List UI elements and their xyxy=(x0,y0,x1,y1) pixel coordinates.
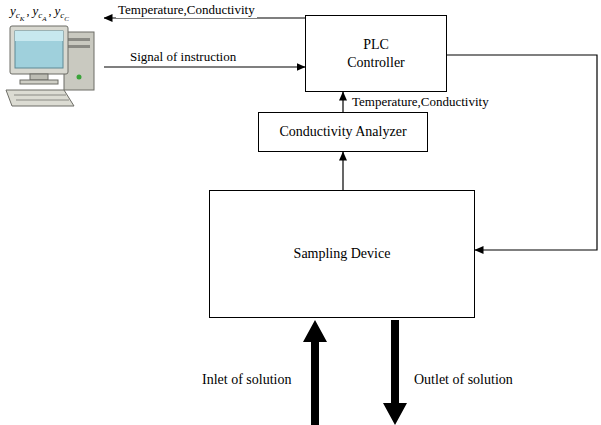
variable-symbol: y xyxy=(55,3,61,18)
edge-label: Signal of instruction xyxy=(128,49,238,65)
box-label: PLC Controller xyxy=(336,36,416,71)
signal-connector xyxy=(342,92,343,112)
variable-symbol: c xyxy=(16,10,20,20)
computer-icon xyxy=(4,22,100,108)
variable-symbol: y xyxy=(32,3,38,18)
outlet-arrow xyxy=(383,320,407,425)
inlet-arrow xyxy=(303,320,327,425)
box-label: Sampling Device xyxy=(294,245,391,263)
variable-symbol: A xyxy=(42,15,46,23)
computer-node: ycK,ycA,ycC xyxy=(4,2,104,108)
variable-symbol: y xyxy=(10,3,16,18)
flow-label: Inlet of solution xyxy=(200,372,293,389)
signal-connector xyxy=(104,66,305,67)
edge-label: Temperature,Conductivity xyxy=(116,2,257,18)
variable-symbol: , xyxy=(26,4,29,18)
variable-label: ycK,ycA,ycC xyxy=(10,2,69,23)
variable-symbol: , xyxy=(49,4,52,18)
signal-connector xyxy=(342,152,343,190)
process-box: PLC Controller xyxy=(305,15,447,92)
flow-label: Outlet of solution xyxy=(412,372,515,389)
variable-symbol: C xyxy=(64,15,69,23)
variable-symbol: K xyxy=(20,15,25,23)
variable-symbol: c xyxy=(38,10,42,20)
process-box: Conductivity Analyzer xyxy=(258,112,428,152)
process-box: Sampling Device xyxy=(209,190,475,318)
variable-symbol: c xyxy=(60,10,64,20)
box-label: Conductivity Analyzer xyxy=(279,123,406,141)
edge-label: Temperature,Conductivity xyxy=(350,94,491,110)
